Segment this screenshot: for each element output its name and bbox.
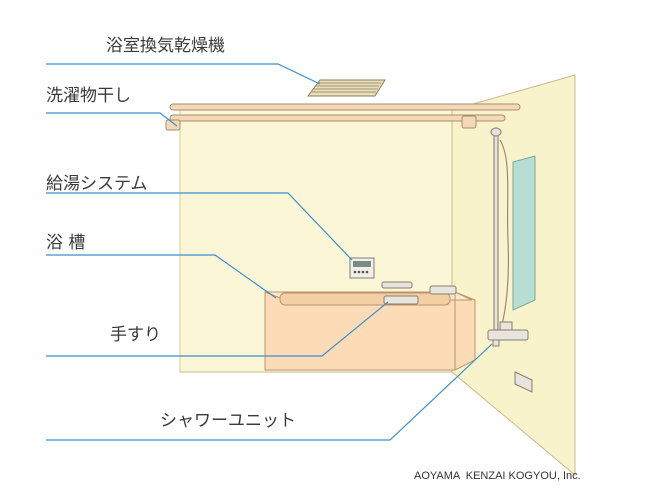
grab-bar <box>381 281 457 305</box>
window <box>512 155 536 311</box>
label-shower-unit: シャワーユニット <box>160 411 296 431</box>
label-bathtub: 浴 槽 <box>46 233 86 253</box>
bathtub-graphic <box>264 291 476 371</box>
label-hot-water-system: 給湯システム <box>46 174 148 194</box>
water-heater-panel <box>349 257 375 279</box>
ventilator-grille <box>307 79 386 97</box>
company-credit: AOYAMA KENZAI KOGYOU, Inc. <box>414 470 581 482</box>
leader-lines <box>46 63 493 441</box>
label-handrail: 手すり <box>110 325 161 345</box>
faucet <box>487 321 533 393</box>
label-ventilator: 浴室換気乾燥機 <box>106 36 225 56</box>
drying-pole <box>165 103 521 131</box>
label-drying-pole: 洗濯物干し <box>46 86 131 106</box>
